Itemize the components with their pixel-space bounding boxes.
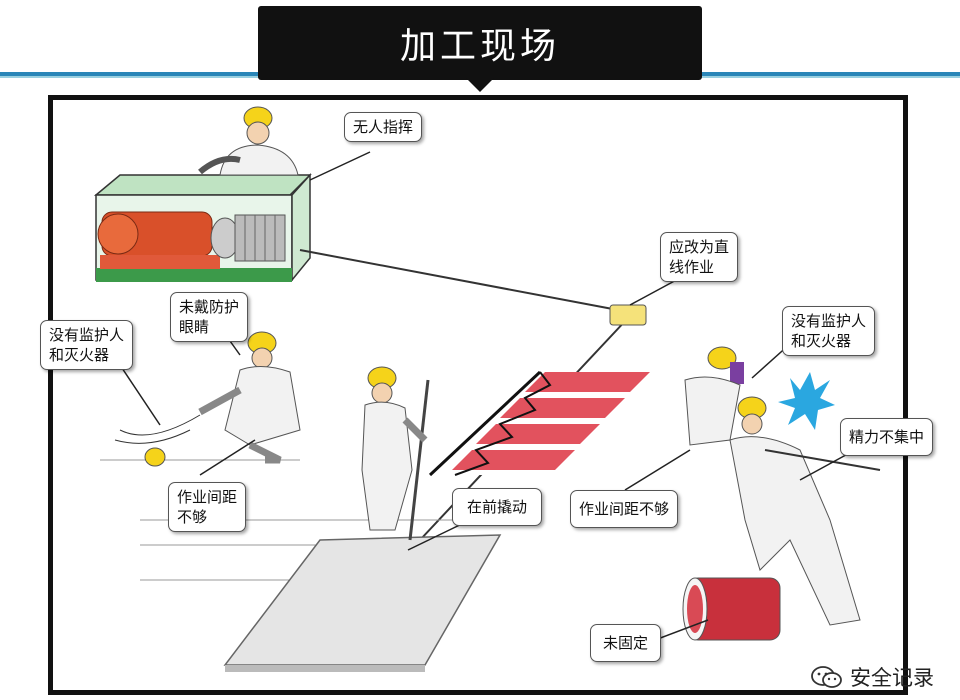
winch-machine bbox=[93, 173, 312, 283]
watermark-text: 安全记录 bbox=[850, 666, 934, 690]
callout-text: 未固定 bbox=[603, 634, 649, 652]
callout-unfixed: 未固定 bbox=[590, 624, 662, 662]
watermark: 安全记录 bbox=[810, 662, 934, 692]
title-banner: 加工现场 bbox=[258, 6, 702, 80]
crouching-worker bbox=[114, 331, 301, 467]
page-title: 加工现场 bbox=[399, 26, 560, 67]
callout-text: 精力不集中 bbox=[849, 428, 925, 446]
prying-worker bbox=[361, 366, 430, 541]
red-rack bbox=[428, 370, 655, 477]
callout-text: 无人指挥 bbox=[353, 118, 414, 136]
callout-spacing-right: 作业间距不够 bbox=[570, 490, 679, 528]
wechat-icon bbox=[811, 666, 842, 688]
callout-text-line: 没有监护人 bbox=[49, 326, 125, 344]
callout-no-guard-right: 没有监护人 和灭火器 bbox=[782, 306, 876, 356]
callout-pry-front: 在前撬动 bbox=[452, 488, 543, 526]
callout-text: 在前撬动 bbox=[467, 498, 528, 516]
callout-text-line: 作业间距 bbox=[177, 488, 238, 506]
title-banner-pointer bbox=[466, 78, 494, 92]
callout-unfocused: 精力不集中 bbox=[840, 418, 934, 456]
winch-operator bbox=[198, 106, 299, 176]
steel-plate bbox=[223, 534, 502, 672]
callout-spacing-left: 作业间距 不够 bbox=[168, 482, 247, 532]
callout-should-straight: 应改为直 线作业 bbox=[660, 232, 739, 282]
callout-text-line: 眼睛 bbox=[179, 318, 210, 336]
callout-no-commander: 无人指挥 bbox=[344, 112, 423, 142]
unfixed-cylinder bbox=[682, 577, 781, 641]
callout-no-guard-left: 没有监护人 和灭火器 bbox=[40, 320, 134, 370]
callout-text-line: 和灭火器 bbox=[49, 346, 110, 364]
callout-text-line: 没有监护人 bbox=[791, 312, 867, 330]
callout-text-line: 未戴防护 bbox=[179, 298, 240, 316]
callout-text-line: 应改为直 bbox=[669, 238, 730, 256]
callout-text-line: 和灭火器 bbox=[791, 332, 852, 350]
callout-text: 作业间距不够 bbox=[579, 500, 670, 518]
welding-worker bbox=[684, 346, 835, 446]
callout-text-line: 线作业 bbox=[669, 258, 715, 276]
second-worker bbox=[729, 396, 881, 626]
callout-text-line: 不够 bbox=[177, 508, 208, 526]
callout-no-goggles: 未戴防护 眼睛 bbox=[170, 292, 249, 342]
